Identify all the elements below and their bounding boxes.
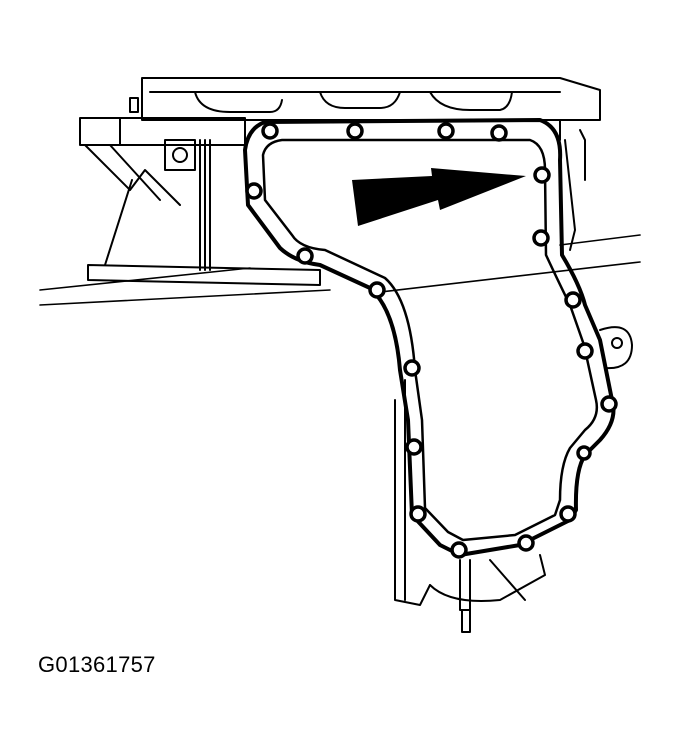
gasket-bolts	[245, 122, 618, 559]
bolt-icon	[346, 122, 364, 140]
bolt-icon	[405, 438, 423, 456]
bolt-icon	[564, 291, 582, 309]
bolt-icon	[403, 359, 421, 377]
bolt-icon	[296, 247, 314, 265]
mount-bracket	[599, 326, 633, 370]
bolt-icon	[600, 395, 618, 413]
bolt-icon	[517, 534, 535, 552]
background-lines	[39, 234, 641, 306]
bolt-icon	[559, 505, 577, 523]
bolt-icon	[490, 124, 508, 142]
engine-block	[79, 77, 601, 286]
bolt-icon	[533, 166, 551, 184]
bolt-icon	[409, 505, 427, 523]
bolt-icon	[368, 281, 386, 299]
bolt-icon	[576, 445, 592, 461]
bolt-icon	[245, 182, 263, 200]
bolt-icon	[576, 342, 594, 360]
direction-arrow-icon	[352, 168, 526, 226]
figure-caption: G01361757	[38, 652, 156, 677]
lower-housing	[394, 379, 546, 633]
gasket-outer	[243, 118, 616, 557]
gasket-inner	[261, 138, 599, 542]
bolt-icon	[450, 541, 468, 559]
bolt-icon	[532, 229, 550, 247]
bolt-icon	[261, 122, 279, 140]
bolt-icon	[437, 122, 455, 140]
